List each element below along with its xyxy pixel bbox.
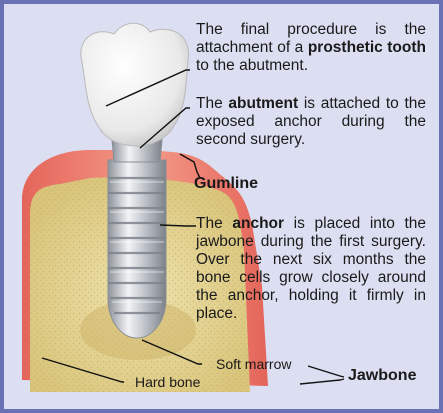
gumline-label: Gumline [194,175,258,193]
jawbone-label: Jawbone [348,367,416,385]
hard-bone-label: Hard bone [135,374,200,390]
prosthetic-tooth [81,23,189,146]
soft-marrow-label: Soft marrow [216,356,291,372]
prosthetic-caption: The final procedure is the attachment of… [196,21,426,75]
anchor-screw [108,160,166,338]
anchor-caption: The anchor is placed into the jawbone du… [196,215,426,323]
leader-jawbone-2 [300,379,344,384]
leader-jawbone-1 [308,366,344,377]
abutment-caption: The abutment is attached to the exposed … [196,95,426,149]
